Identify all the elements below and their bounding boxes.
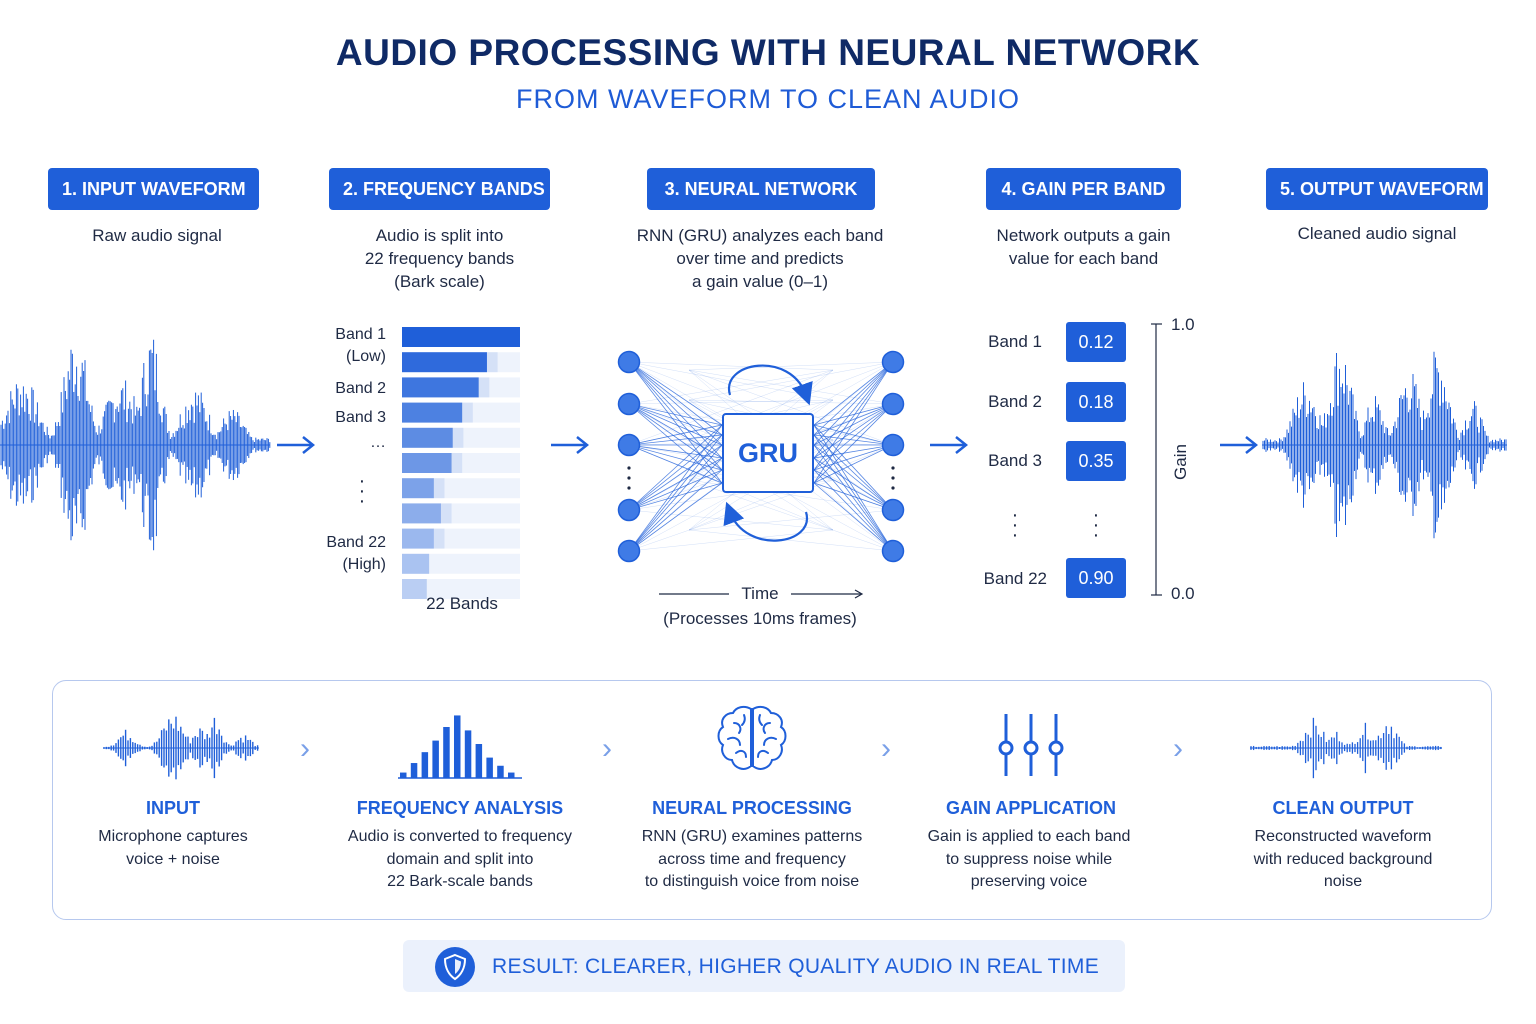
gain-axis: [1151, 323, 1162, 596]
step-5-badge: 5. OUTPUT WAVEFORM: [1266, 168, 1488, 210]
chevron-right-icon: ›: [1173, 732, 1183, 765]
frequency-bars-icon: [398, 715, 522, 779]
gain-value: 0.18: [1066, 382, 1126, 422]
step-1-desc: Raw audio signal: [92, 226, 222, 245]
band-label: Band 2: [335, 380, 386, 397]
gain-band-label: Band 1: [988, 332, 1042, 351]
page-subtitle: FROM WAVEFORM TO CLEAN AUDIO: [515, 84, 1021, 114]
step-5-desc: Cleaned audio signal: [1297, 224, 1457, 243]
band-label: Band 1(Low): [335, 326, 386, 365]
clean-waveform-icon: [1250, 717, 1442, 779]
band-label: Band 22(High): [326, 534, 386, 573]
vertical-ellipsis: ···: [358, 470, 366, 512]
band-label-ellipsis: …: [370, 434, 386, 451]
chevron-right-icon: ›: [602, 732, 612, 765]
gain-axis-max: 1.0: [1171, 315, 1195, 334]
sliders-icon: [998, 714, 1064, 776]
bands-footer: 22 Bands: [426, 594, 498, 613]
waveform-icon: [103, 716, 259, 780]
gru-cell: GRU: [722, 413, 814, 493]
gain-value: 0.90: [1066, 558, 1126, 598]
vertical-ellipsis: ···: [1092, 504, 1100, 546]
result-banner: [403, 940, 1125, 992]
chevron-right-icon: ›: [300, 732, 310, 765]
chevron-right-icon: ›: [881, 732, 891, 765]
arrow-icon: [1220, 436, 1259, 454]
brain-icon: [717, 705, 787, 770]
gain-axis-min: 0.0: [1171, 584, 1195, 603]
summary-title: INPUT: [146, 798, 200, 818]
gain-value: 0.12: [1066, 322, 1126, 362]
result-text: RESULT: CLEARER, HIGHER QUALITY AUDIO IN…: [492, 955, 1100, 978]
step-3-badge: 3. NEURAL NETWORK: [647, 168, 875, 210]
arrow-icon: [551, 436, 590, 454]
vertical-ellipsis: ···: [1011, 504, 1019, 546]
step-4-badge: 4. GAIN PER BAND: [986, 168, 1181, 210]
gain-axis-label: Gain: [1171, 444, 1190, 480]
gain-band-label: Band 2: [988, 392, 1042, 411]
time-label: Time: [741, 584, 779, 603]
gain-band-label: Band 3: [988, 451, 1042, 470]
summary-panel: [52, 680, 1492, 920]
shield-icon: [435, 947, 475, 987]
summary-title: GAIN APPLICATION: [946, 798, 1116, 818]
arrow-icon: [930, 436, 969, 454]
output-waveform: [1262, 351, 1507, 539]
band-label: Band 3: [335, 409, 386, 426]
step-1-badge: 1. INPUT WAVEFORM: [48, 168, 259, 210]
step-2-badge: 2. FREQUENCY BANDS: [329, 168, 550, 210]
gain-band-label: Band 22: [983, 569, 1047, 588]
gain-value: 0.35: [1066, 441, 1126, 481]
frames-label: (Processes 10ms frames): [663, 609, 857, 628]
frequency-band-bars: [402, 327, 520, 599]
arrow-icon: [277, 436, 316, 454]
page-title: AUDIO PROCESSING WITH NEURAL NETWORK: [335, 32, 1201, 73]
time-arrow: [659, 589, 864, 599]
input-waveform: [0, 339, 271, 551]
summary-title: NEURAL PROCESSING: [652, 798, 852, 818]
summary-title: FREQUENCY ANALYSIS: [356, 798, 564, 818]
summary-title: CLEAN OUTPUT: [1272, 798, 1414, 818]
